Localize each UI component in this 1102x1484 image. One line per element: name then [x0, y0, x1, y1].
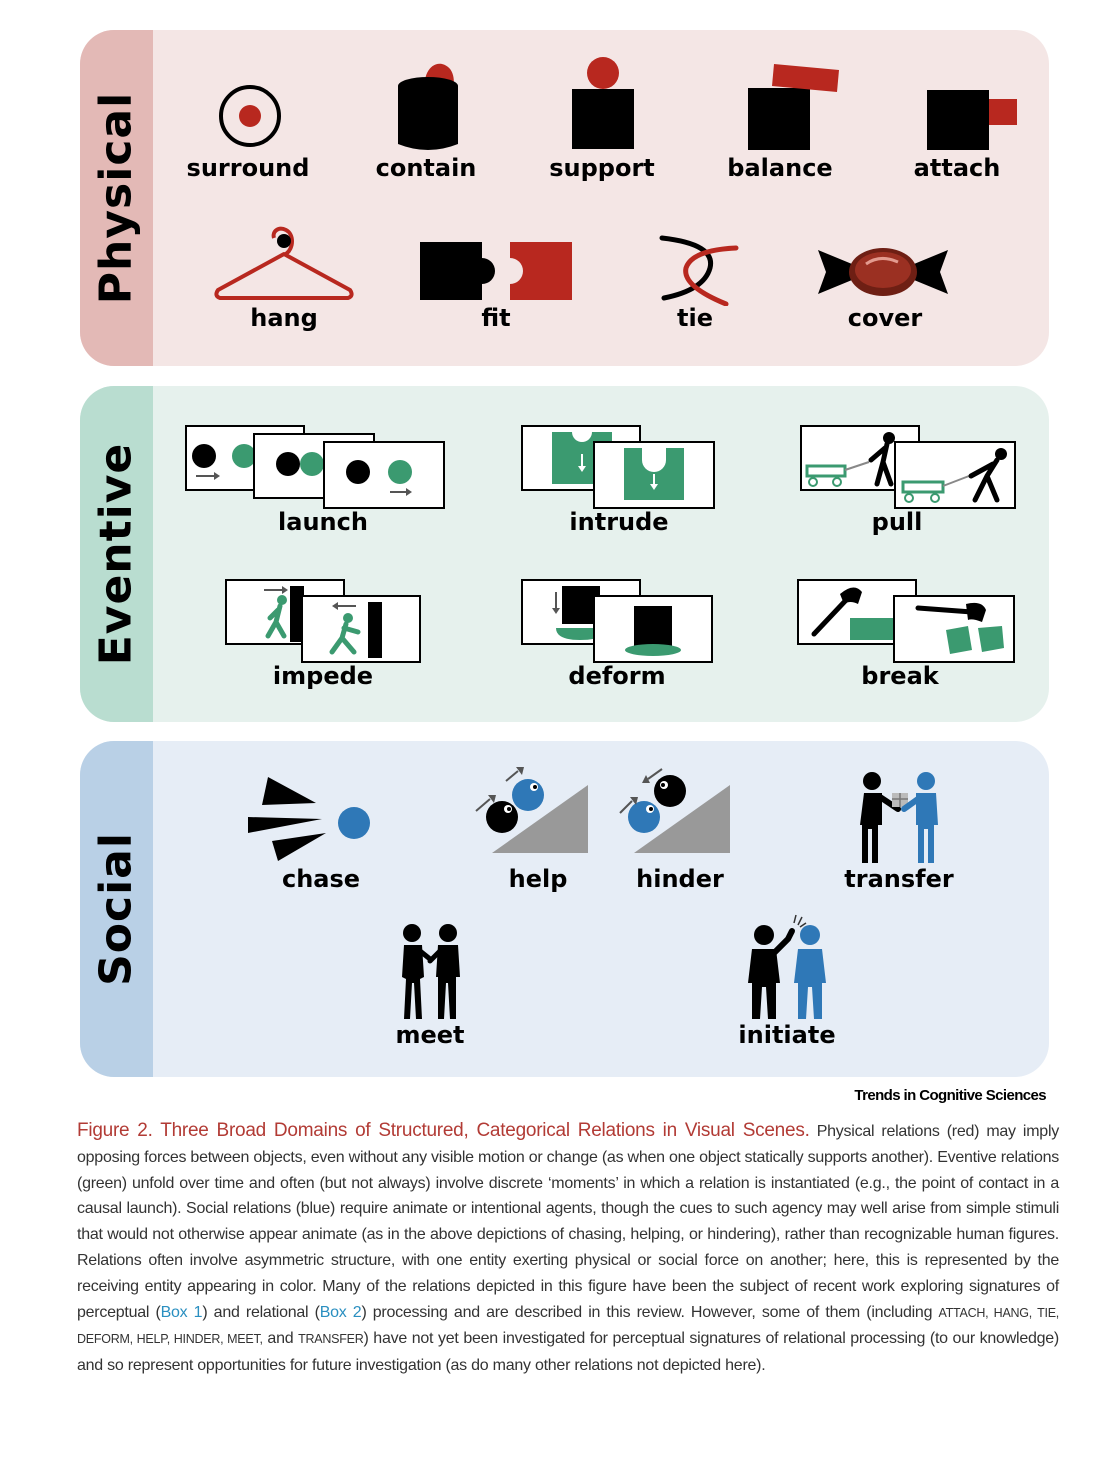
physical-title: Physical	[90, 91, 142, 305]
surround-icon	[219, 85, 281, 147]
attach-label: attach	[913, 154, 1001, 182]
intrude-icon	[521, 425, 715, 509]
pull-icon	[800, 425, 1016, 509]
contain-icon	[398, 63, 458, 150]
eventive-stripe: Eventive	[80, 386, 153, 722]
support-label: support	[549, 154, 655, 182]
initiate-icon	[748, 914, 826, 1019]
caption-body-5: ) have not yet been investigated for per…	[77, 1330, 1059, 1375]
surround-label: surround	[186, 154, 310, 182]
chase-icon	[248, 777, 370, 861]
help-icon	[475, 767, 588, 853]
figure-caption: Figure 2. Three Broad Domains of Structu…	[77, 1118, 1059, 1379]
fit-label: fit	[481, 304, 511, 332]
pull-label: pull	[871, 508, 923, 536]
caption-title: Figure 2. Three Broad Domains of Structu…	[77, 1120, 810, 1141]
hang-label: hang	[250, 304, 318, 332]
hinder-label: hinder	[636, 865, 724, 893]
tie-label: tie	[677, 304, 713, 332]
help-label: help	[508, 865, 568, 893]
launch-icon	[185, 425, 445, 509]
eventive-panel: Eventive launch intrude	[80, 386, 1049, 722]
balance-icon	[748, 64, 839, 150]
tie-icon	[659, 235, 739, 306]
social-title: Social	[90, 832, 142, 986]
caption-smallcaps-1: ATTACH, HANG, TIE, DEFORM, HELP, HINDER,…	[77, 1305, 1059, 1347]
impede-icon	[225, 579, 421, 663]
journal-credit: Trends in Cognitive Sciences	[854, 1087, 1046, 1104]
box2-link[interactable]: Box 2	[319, 1303, 362, 1321]
support-icon	[572, 57, 634, 149]
hinder-icon	[619, 768, 730, 853]
transfer-label: transfer	[844, 865, 954, 893]
social-stripe: Social	[80, 741, 153, 1077]
caption-body-1: Physical relations (red) may imply oppos…	[77, 1123, 1059, 1321]
cover-label: cover	[847, 304, 923, 332]
impede-label: impede	[272, 662, 374, 690]
caption-body-4: and	[262, 1330, 299, 1348]
meet-icon	[402, 924, 460, 1019]
chase-label: chase	[281, 865, 361, 893]
deform-label: deform	[568, 662, 666, 690]
contain-label: contain	[375, 154, 477, 182]
intrude-label: intrude	[569, 508, 669, 536]
deform-icon	[521, 579, 713, 663]
transfer-icon	[860, 772, 938, 863]
caption-body-3: ) processing and are described in this r…	[361, 1303, 939, 1321]
cover-icon	[818, 248, 948, 296]
physical-stripe: Physical	[80, 30, 153, 366]
fit-icon	[420, 242, 572, 300]
eventive-title: Eventive	[90, 442, 142, 666]
hang-icon	[214, 226, 354, 300]
caption-smallcaps-2: TRANSFER	[298, 1332, 364, 1347]
launch-label: launch	[278, 508, 368, 536]
attach-icon	[927, 90, 1017, 150]
social-panel: Social chase help hinder	[80, 741, 1049, 1077]
balance-label: balance	[727, 154, 833, 182]
break-label: break	[861, 662, 939, 690]
box1-link[interactable]: Box 1	[160, 1303, 203, 1321]
break-icon	[797, 579, 1015, 663]
caption-body-2: ) and relational (	[202, 1303, 320, 1321]
meet-label: meet	[395, 1021, 465, 1049]
initiate-label: initiate	[738, 1021, 836, 1049]
physical-panel: Physical surround contain support balanc…	[80, 30, 1049, 366]
